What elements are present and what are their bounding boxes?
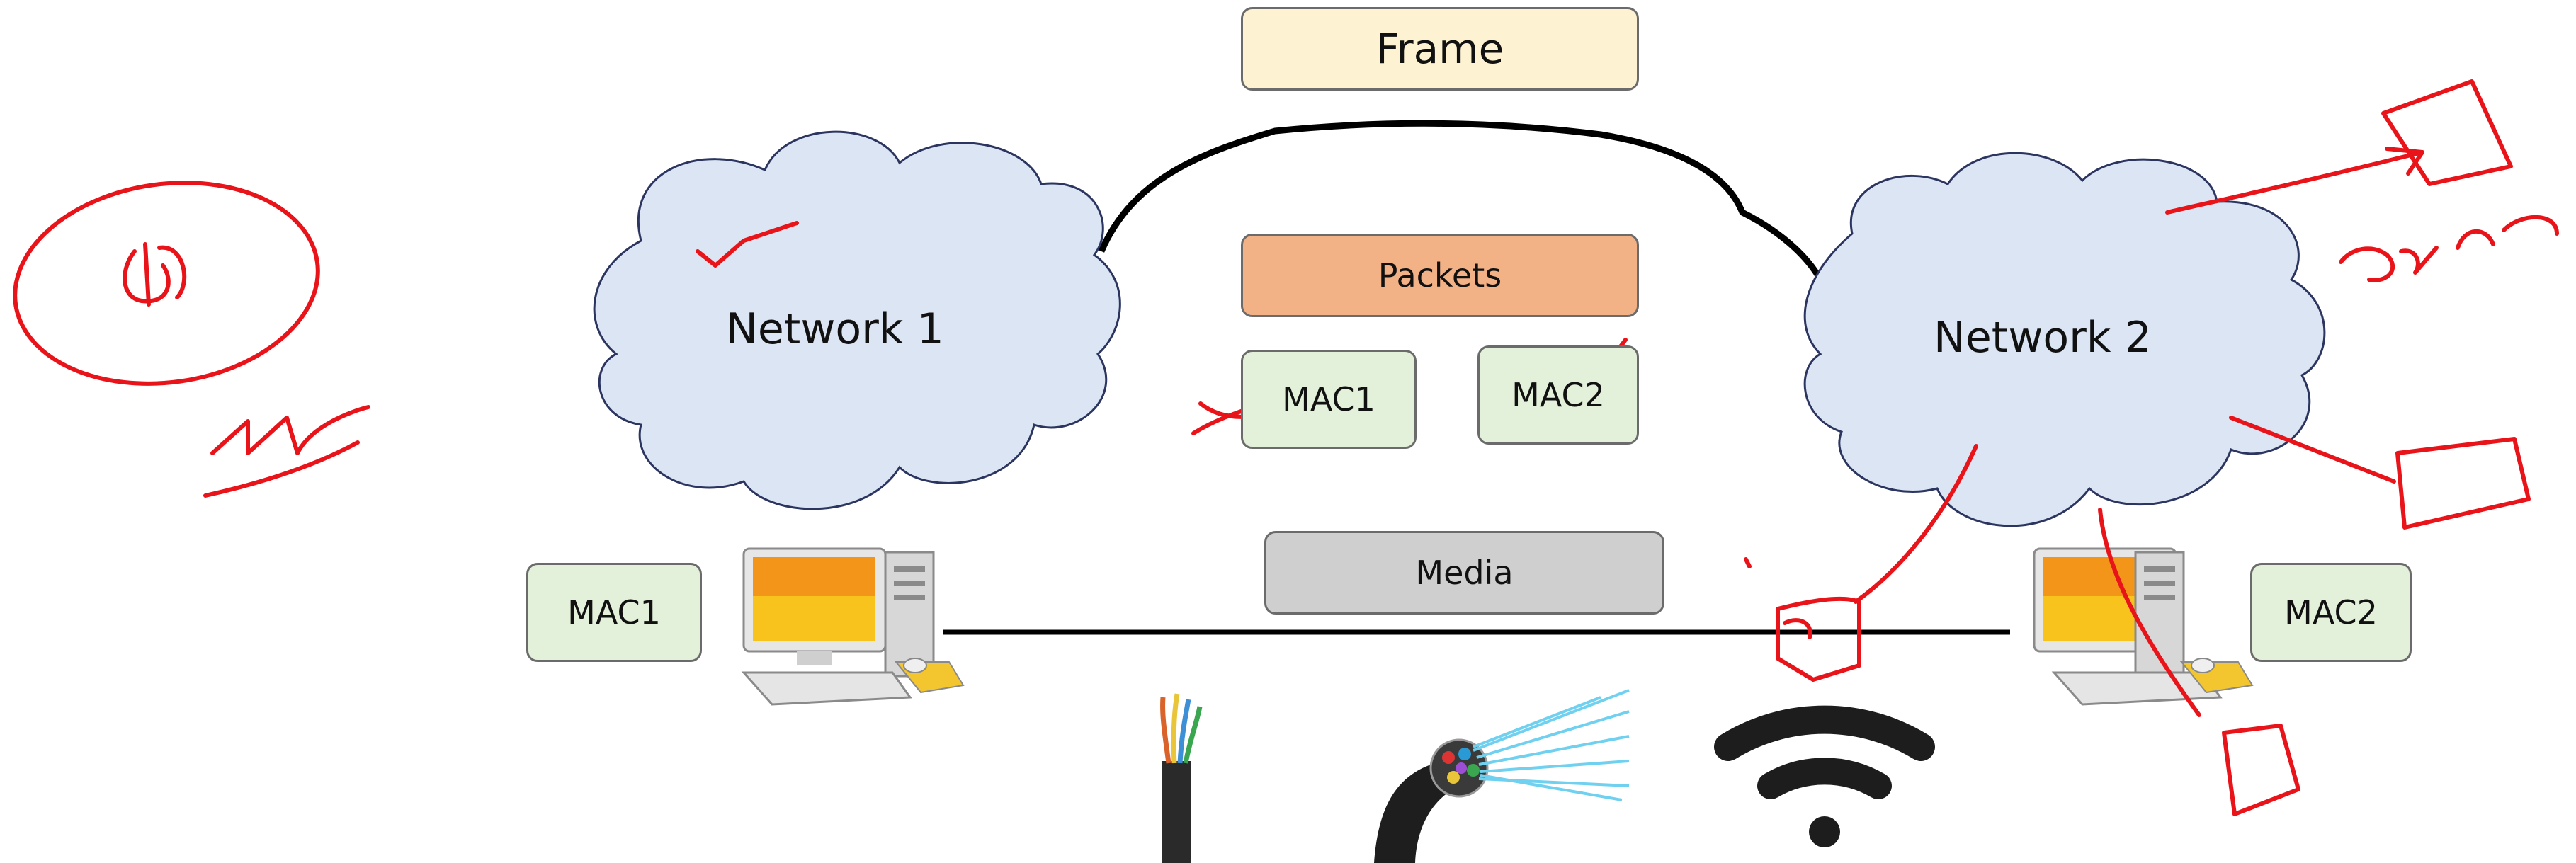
- mac1-box: MAC1: [1241, 350, 1417, 449]
- media-box: Media: [1264, 531, 1664, 615]
- mac1-label: MAC1: [1282, 380, 1375, 418]
- wifi-icon: [1714, 705, 1935, 847]
- media-label: Media: [1415, 554, 1514, 592]
- network1-label: Network 1: [726, 304, 944, 354]
- host-left-mac-box: MAC1: [526, 563, 702, 662]
- fiber-optic-cable-icon: [1374, 689, 1630, 863]
- host-right-mac-label: MAC2: [2284, 593, 2378, 631]
- packets-box: Packets: [1241, 234, 1639, 317]
- host-right-mac-box: MAC2: [2250, 563, 2412, 662]
- mac2-label: MAC2: [1511, 376, 1605, 414]
- packets-label: Packets: [1378, 256, 1502, 295]
- copper-cable-icon: [1160, 693, 1203, 863]
- network2-label: Network 2: [1934, 313, 2152, 362]
- host-left-mac-label: MAC1: [567, 593, 661, 631]
- computer-left-icon: [741, 547, 965, 706]
- frame-box: Frame: [1241, 7, 1639, 91]
- frame-label: Frame: [1375, 25, 1504, 73]
- network1-cloud: [593, 130, 1121, 510]
- frame-arc: [1098, 120, 1827, 288]
- mac2-box: MAC2: [1477, 345, 1639, 445]
- computer-right-icon: [2033, 547, 2254, 706]
- network2-cloud: [1803, 152, 2326, 527]
